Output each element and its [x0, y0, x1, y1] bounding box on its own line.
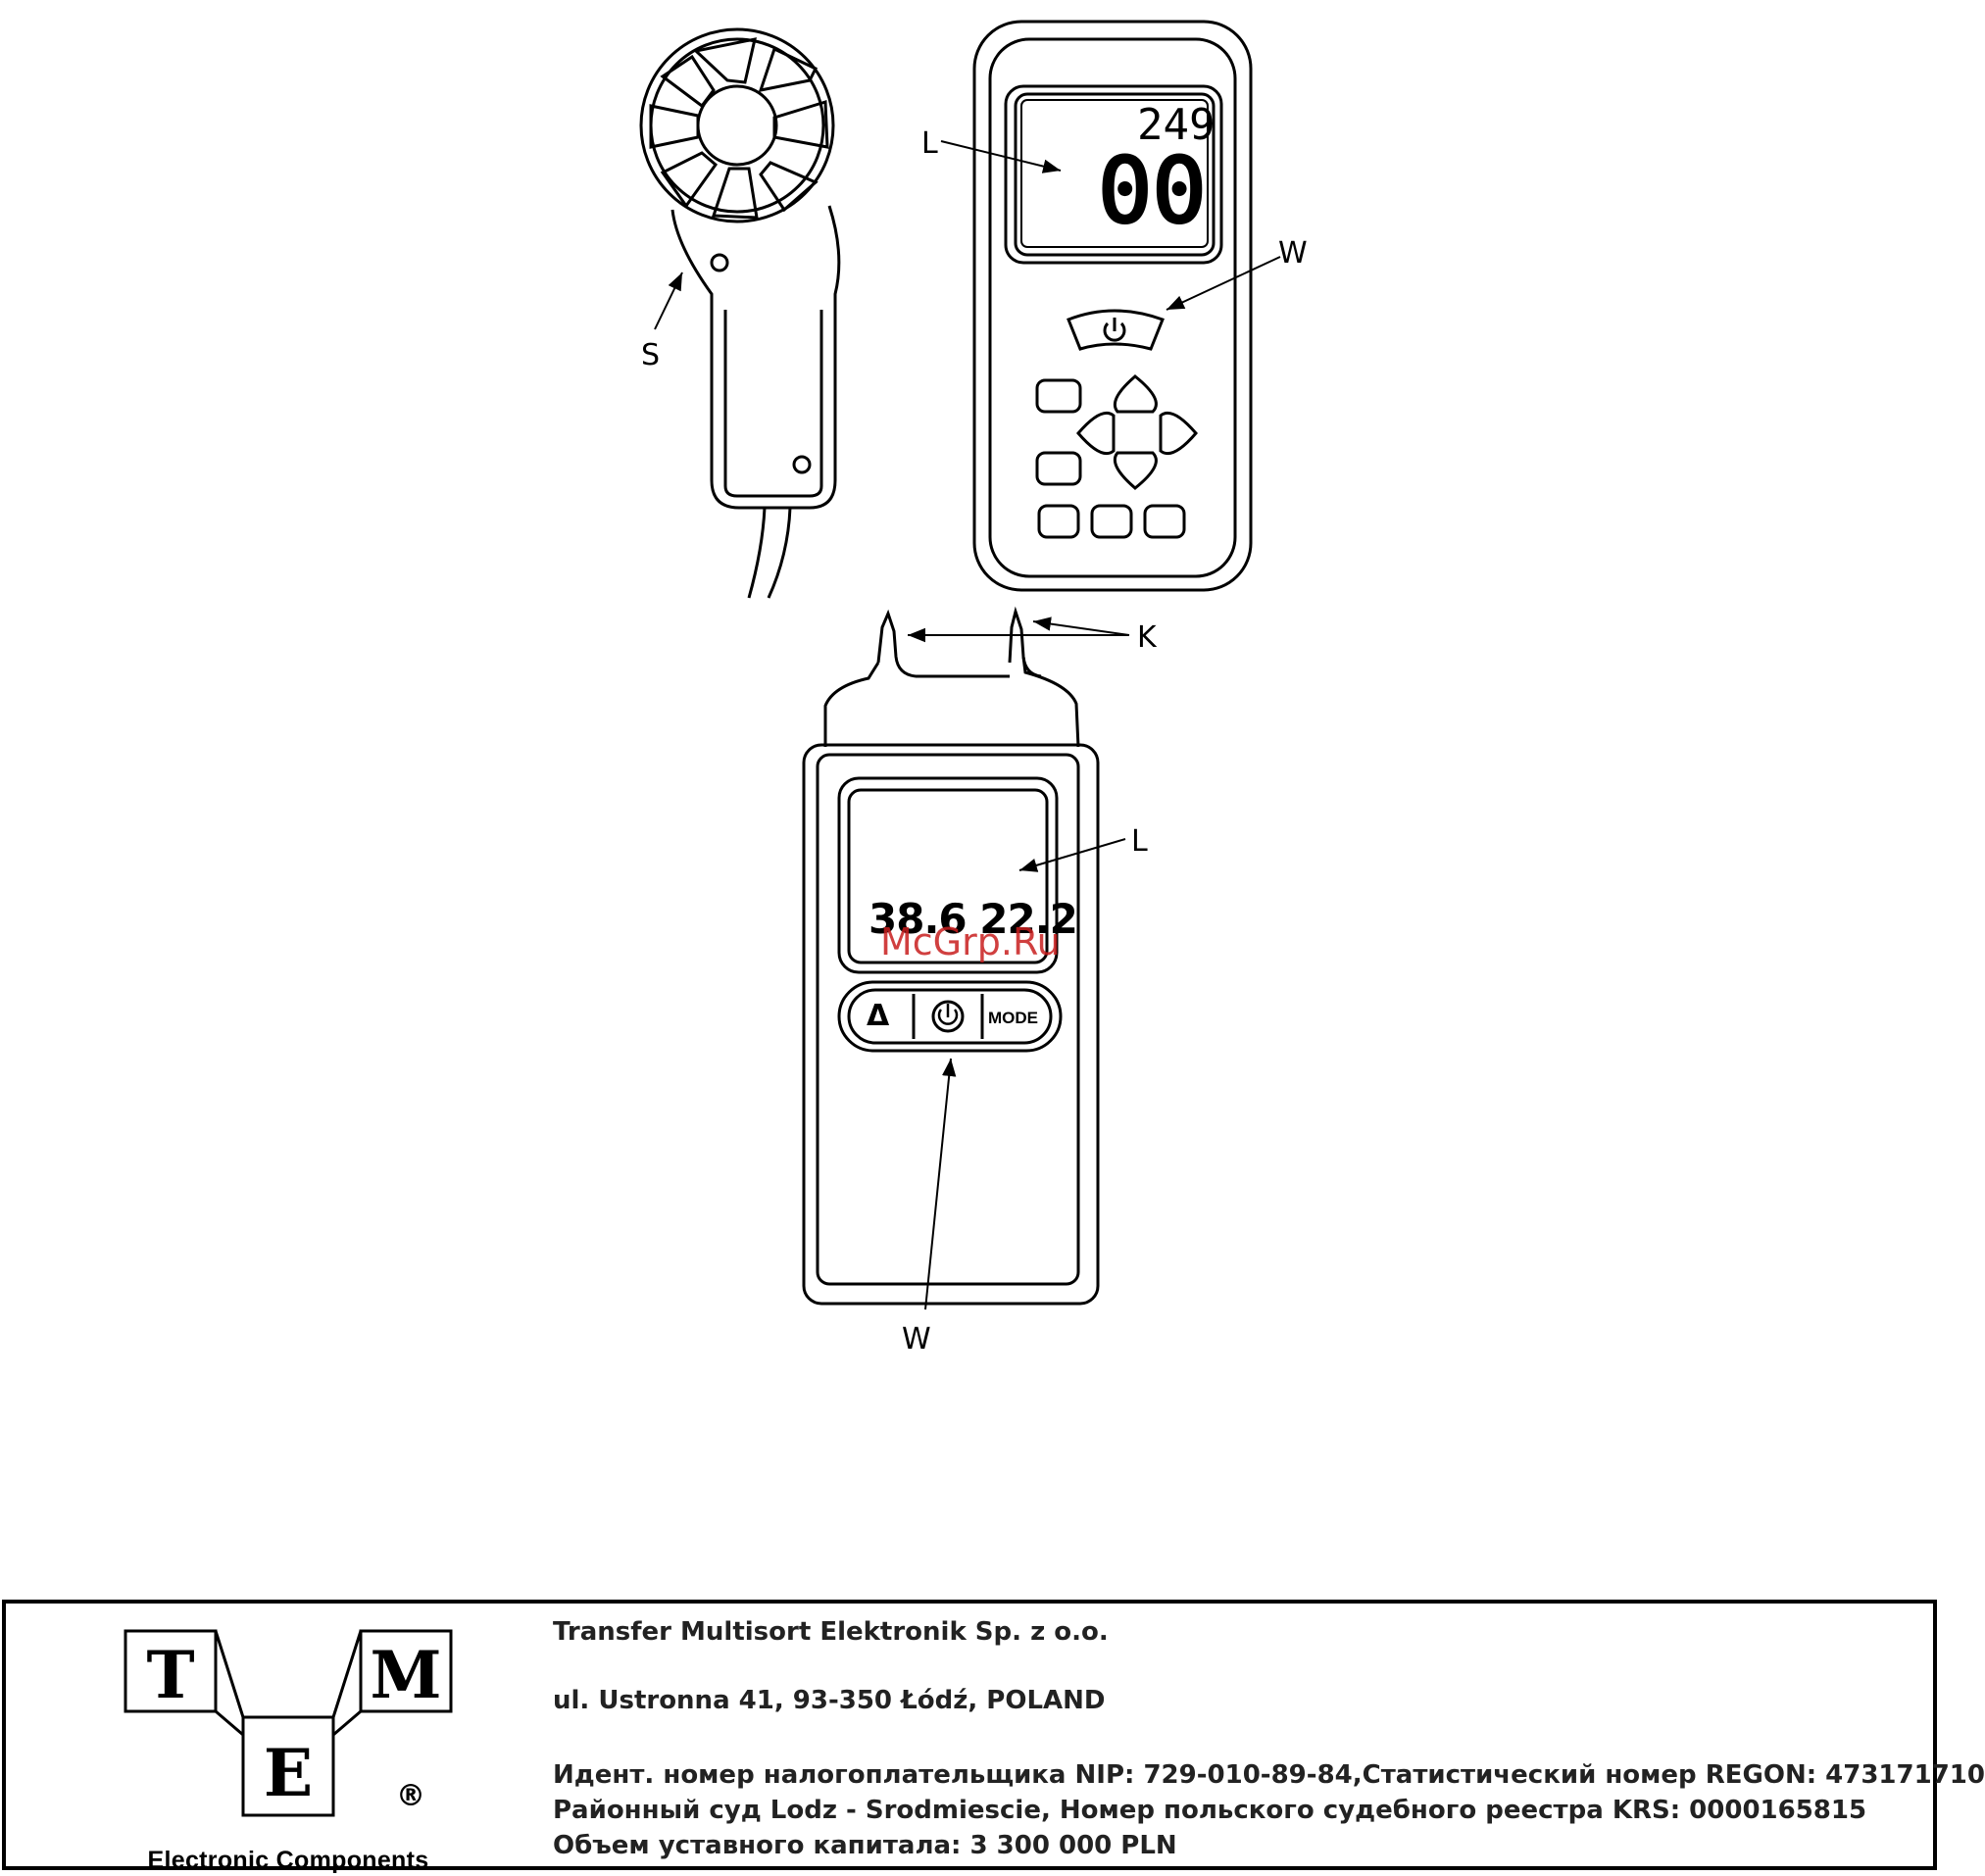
power-icon — [931, 1000, 965, 1033]
meter-top-reading: 249 — [1137, 100, 1215, 150]
moisture-reading: 38.6 22.2 — [868, 895, 1077, 943]
logo-caption: Electronic Components — [147, 1847, 429, 1874]
main-meter — [972, 20, 1253, 592]
label-W-meter: W — [1278, 236, 1308, 271]
registration-line-2: Районный суд Lodz - Srodmiescie, Номер п… — [553, 1796, 1867, 1825]
registered-mark: ® — [396, 1779, 425, 1813]
label-K: K — [1137, 620, 1158, 655]
label-L-meter: L — [921, 126, 938, 161]
delta-button-label: Δ — [867, 999, 890, 1033]
registration-line-1: Идент. номер налогоплательщика NIP: 729-… — [553, 1760, 1985, 1790]
callout-lines — [654, 140, 1281, 1310]
anemometer-probe — [639, 27, 841, 599]
power-icon — [1103, 318, 1126, 342]
down-key — [1113, 451, 1158, 490]
company-address: ul. Ustronna 41, 93-350 Łódź, POLAND — [553, 1686, 1106, 1715]
label-L-moisture: L — [1131, 824, 1148, 859]
device-diagram: 249 00 38.6 22.2 Δ MODE McGrp.Ru — [639, 20, 1308, 1357]
fan-blades — [649, 37, 829, 220]
left-pin — [876, 609, 917, 678]
label-S: S — [641, 338, 660, 372]
logo-letter-t: T — [146, 1637, 194, 1713]
label-W-moisture: W — [902, 1322, 931, 1357]
tme-logo: T M E ® Electronic Components — [122, 1627, 455, 1874]
registration-line-3: Объем уставного капитала: 3 300 000 PLN — [553, 1831, 1177, 1860]
mode-button-label: MODE — [988, 1009, 1038, 1027]
moisture-meter — [802, 606, 1100, 1306]
meter-main-reading: 00 — [1098, 138, 1207, 243]
right-key — [1159, 411, 1198, 456]
logo-letter-m: M — [370, 1637, 441, 1713]
watermark: McGrp.Ru — [880, 920, 1061, 963]
up-key — [1113, 374, 1158, 414]
company-footer: T M E ® Electronic Components Transfer M… — [2, 1600, 1985, 1874]
company-name: Transfer Multisort Elektronik Sp. z o.o. — [553, 1617, 1109, 1647]
left-key — [1076, 411, 1116, 456]
logo-letter-e: E — [264, 1735, 313, 1811]
